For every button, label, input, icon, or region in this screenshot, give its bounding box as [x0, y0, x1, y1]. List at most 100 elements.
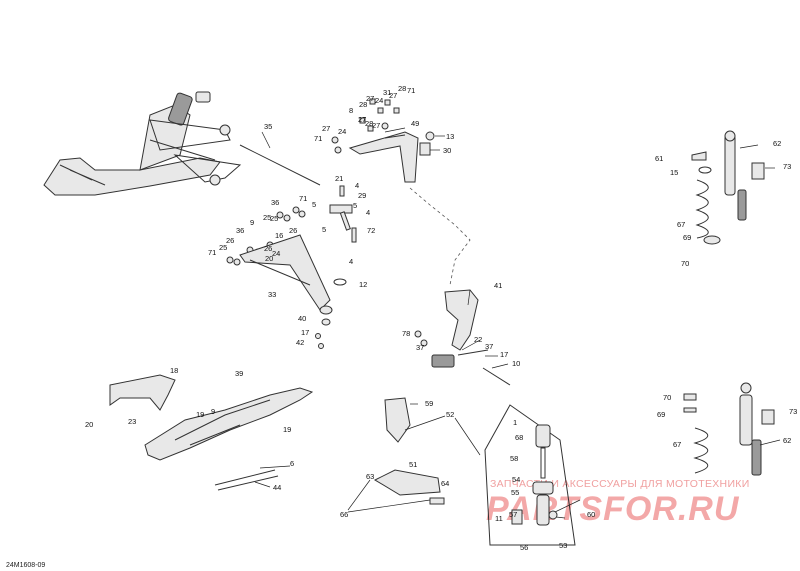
- callout: 64: [441, 479, 449, 488]
- callout: 37: [416, 343, 424, 352]
- callout: 67: [673, 440, 681, 449]
- callout: 21: [335, 174, 343, 183]
- assembled-suspension-illustration: [43, 91, 242, 196]
- callout-labels: 35 28 71 31 27 8 27 24 28 27 28 27 49 13…: [85, 84, 797, 552]
- callout: 53: [559, 541, 567, 550]
- callout: 11: [495, 514, 503, 523]
- callout: 41: [494, 281, 502, 290]
- shock-exploded-frame: [484, 404, 576, 546]
- callout: 55: [511, 488, 519, 497]
- callout: 4: [355, 181, 359, 190]
- callout: 5: [353, 201, 357, 210]
- upper-a-arm-illustration: [331, 98, 435, 183]
- spindle-illustration: [414, 289, 511, 386]
- callout: 5: [322, 225, 326, 234]
- callout: 12: [359, 280, 367, 289]
- callout: 19: [283, 425, 291, 434]
- callout: 28: [365, 119, 373, 128]
- callout: 73: [783, 162, 791, 171]
- callout: 19: [196, 410, 204, 419]
- callout: 23: [128, 417, 136, 426]
- rear-shock-top-illustration: [691, 130, 765, 245]
- callout: 72: [367, 226, 375, 235]
- callout: 62: [783, 436, 791, 445]
- callout: 24: [338, 127, 346, 136]
- callout: 36: [236, 226, 244, 235]
- callout: 16: [275, 231, 283, 240]
- callout: 26: [264, 244, 272, 253]
- callout: 56: [520, 543, 528, 552]
- callout: 25: [219, 243, 227, 252]
- leader-lines: [254, 127, 781, 519]
- callout: 9: [250, 218, 254, 227]
- shock-exploded-illustration: [511, 424, 558, 526]
- callout: 35: [264, 122, 272, 131]
- lower-a-arm-illustration: [239, 234, 347, 349]
- callout: 40: [298, 314, 306, 323]
- callout: 13: [446, 132, 454, 141]
- callout: 5: [312, 200, 316, 209]
- callout: 9: [211, 407, 215, 416]
- callout: 58: [510, 454, 518, 463]
- callout: 27: [389, 91, 397, 100]
- rod-part: [239, 144, 321, 186]
- watermark-brand: PARTSFOR.RU: [486, 490, 740, 528]
- callout: 60: [587, 510, 595, 519]
- callout: 31: [383, 88, 391, 97]
- callout: 17: [500, 350, 508, 359]
- callout: 28: [398, 84, 406, 93]
- callout: 57: [509, 510, 517, 519]
- callout: 68: [515, 433, 523, 442]
- callout: 71: [407, 86, 415, 95]
- callout: 4: [366, 208, 370, 217]
- callout: 20: [265, 254, 273, 263]
- callout: 37: [485, 342, 493, 351]
- callout: 59: [425, 399, 433, 408]
- callout: 70: [663, 393, 671, 402]
- callout: 1: [513, 418, 517, 427]
- callout: 36: [271, 198, 279, 207]
- callout: 44: [273, 483, 281, 492]
- callout: 24: [272, 249, 280, 258]
- watermark: ЗАПЧАСТИ И АКСЕССУАРЫ ДЛЯ МОТОТЕХНИКИ PA…: [486, 478, 750, 528]
- callout: 52: [446, 410, 454, 419]
- callout: 70: [681, 259, 689, 268]
- callout: 17: [301, 328, 309, 337]
- callout: 29: [358, 191, 366, 200]
- callout: 10: [512, 359, 520, 368]
- callout: 67: [677, 220, 685, 229]
- watermark-tagline: ЗАПЧАСТИ И АКСЕССУАРЫ ДЛЯ МОТОТЕХНИКИ: [490, 478, 750, 490]
- callout: 63: [366, 472, 374, 481]
- ski-illustration: [109, 374, 314, 491]
- callout: 27: [366, 94, 374, 103]
- callout: 27: [372, 121, 380, 130]
- callout: 27: [322, 124, 330, 133]
- callout: 71: [299, 194, 307, 203]
- reference-code: 24M1608-09: [6, 562, 45, 569]
- callout: 62: [773, 139, 781, 148]
- callout: 8: [349, 106, 353, 115]
- callout: 71: [208, 248, 216, 257]
- callout: 66: [340, 510, 348, 519]
- rear-shock-bottom-illustration: [683, 382, 775, 476]
- callout: 24: [375, 96, 383, 105]
- callout: 61: [655, 154, 663, 163]
- callout: 42: [296, 338, 304, 347]
- callout: 30: [443, 146, 451, 155]
- callout: 4: [349, 257, 353, 266]
- callout: 51: [409, 460, 417, 469]
- callout: 15: [670, 168, 678, 177]
- callout: 54: [512, 475, 520, 484]
- callout: 69: [683, 233, 691, 242]
- callout: 28: [359, 100, 367, 109]
- callout: 39: [235, 369, 243, 378]
- callout: 33: [268, 290, 276, 299]
- callout: 27: [358, 115, 366, 124]
- callout: 78: [402, 329, 410, 338]
- callout: 6: [290, 459, 294, 468]
- callout: 49: [411, 119, 419, 128]
- callout: 26: [289, 226, 297, 235]
- callout: 71: [314, 134, 322, 143]
- callout: 20: [85, 420, 93, 429]
